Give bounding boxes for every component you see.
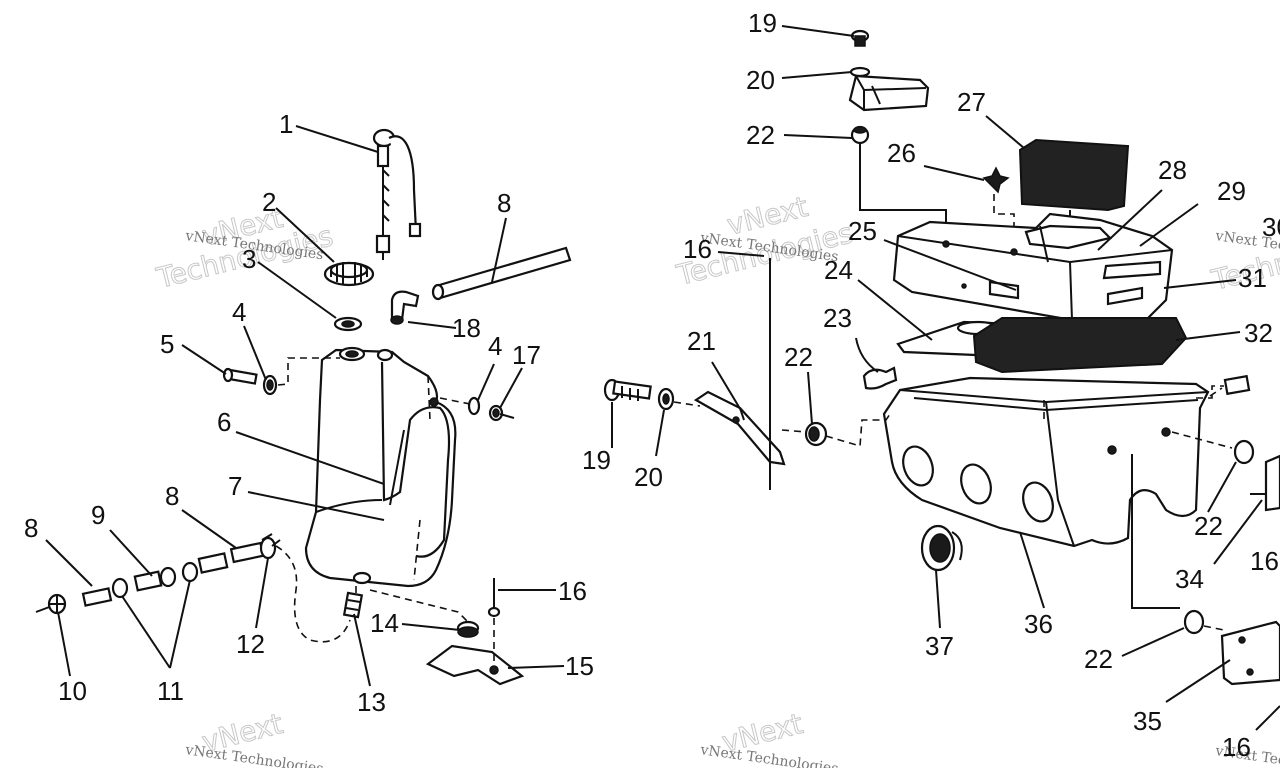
airbox-right-fasteners-part xyxy=(1131,374,1280,686)
tank-bolt-part xyxy=(222,357,340,396)
callout-5: 5 xyxy=(160,329,174,359)
callout-16-bottom: 16 xyxy=(1222,732,1251,762)
drain-hose-part xyxy=(862,366,898,390)
callout-20-top: 20 xyxy=(746,65,775,95)
callout-11: 11 xyxy=(157,676,184,706)
callout-6: 6 xyxy=(217,407,231,437)
callout-labels: 1 2 3 4 5 6 7 8 4 17 18 8 9 8 10 11 12 1… xyxy=(24,8,1280,762)
callout-23: 23 xyxy=(823,303,852,333)
breather-hose-part xyxy=(431,246,572,301)
callout-17: 17 xyxy=(512,340,541,370)
callout-36: 36 xyxy=(1024,609,1053,639)
airbox-side-bracket-part xyxy=(603,258,891,490)
callout-22-right: 22 xyxy=(1194,511,1223,541)
callout-16-left: 16 xyxy=(558,576,587,606)
callout-22-mid: 22 xyxy=(784,342,813,372)
callout-19-mid: 19 xyxy=(582,445,611,475)
leader-lines xyxy=(45,25,1280,731)
callout-29: 29 xyxy=(1217,176,1246,206)
watermark-bottom-left: vNext vNext Technologies xyxy=(183,706,324,768)
airbox-lid-part xyxy=(892,212,1174,322)
callout-22-top: 22 xyxy=(746,120,775,150)
callout-28: 28 xyxy=(1158,155,1187,185)
boot-grommet-part xyxy=(920,524,963,572)
callout-27: 27 xyxy=(957,87,986,117)
fuel-sender-part xyxy=(372,128,422,260)
drain-fitting-part xyxy=(342,586,364,619)
callout-30: 30 xyxy=(1262,212,1280,242)
callout-19-top: 19 xyxy=(748,8,777,38)
watermark-bottom-center: vNext vNext Technologies xyxy=(698,706,839,768)
callout-21: 21 xyxy=(687,326,716,356)
tank-bracket-part xyxy=(369,578,525,686)
callout-3: 3 xyxy=(242,244,256,274)
fuel-cap-part xyxy=(323,261,375,287)
callout-10: 10 xyxy=(58,676,87,706)
callout-8-left: 8 xyxy=(24,513,38,543)
wing-nut-part xyxy=(982,166,1015,248)
callout-26: 26 xyxy=(887,138,916,168)
callout-32: 32 xyxy=(1244,318,1273,348)
callout-20-mid: 20 xyxy=(634,462,663,492)
air-filter-part xyxy=(972,317,1188,374)
tank-washer-right-part xyxy=(439,396,515,422)
callout-24: 24 xyxy=(824,255,853,285)
callout-8-mid: 8 xyxy=(165,481,179,511)
callout-35: 35 xyxy=(1133,706,1162,736)
callout-4-right: 4 xyxy=(488,331,502,361)
callout-18: 18 xyxy=(452,313,481,343)
callout-31: 31 xyxy=(1238,263,1267,293)
fuel-line-part xyxy=(35,533,351,643)
callout-1: 1 xyxy=(279,109,293,139)
callout-34: 34 xyxy=(1175,564,1204,594)
callout-13: 13 xyxy=(357,687,386,717)
callout-14: 14 xyxy=(370,608,399,638)
callout-2: 2 xyxy=(262,187,276,217)
cap-gasket-part xyxy=(333,316,363,332)
callout-9: 9 xyxy=(91,500,105,530)
callout-16-center: 16 xyxy=(683,234,712,264)
fuel-tank-part xyxy=(304,346,457,588)
callout-15: 15 xyxy=(565,651,594,681)
callout-37: 37 xyxy=(925,631,954,661)
callout-25: 25 xyxy=(848,216,877,246)
callout-22-bottom: 22 xyxy=(1084,644,1113,674)
callout-7: 7 xyxy=(228,471,242,501)
airbox-base-part xyxy=(882,376,1223,548)
elbow-fitting-part xyxy=(390,290,420,325)
callout-12: 12 xyxy=(236,629,265,659)
callout-8-top: 8 xyxy=(497,188,511,218)
foam-block-part xyxy=(1018,138,1130,240)
callout-4-left: 4 xyxy=(232,297,246,327)
callout-16-right: 16 xyxy=(1250,546,1279,576)
